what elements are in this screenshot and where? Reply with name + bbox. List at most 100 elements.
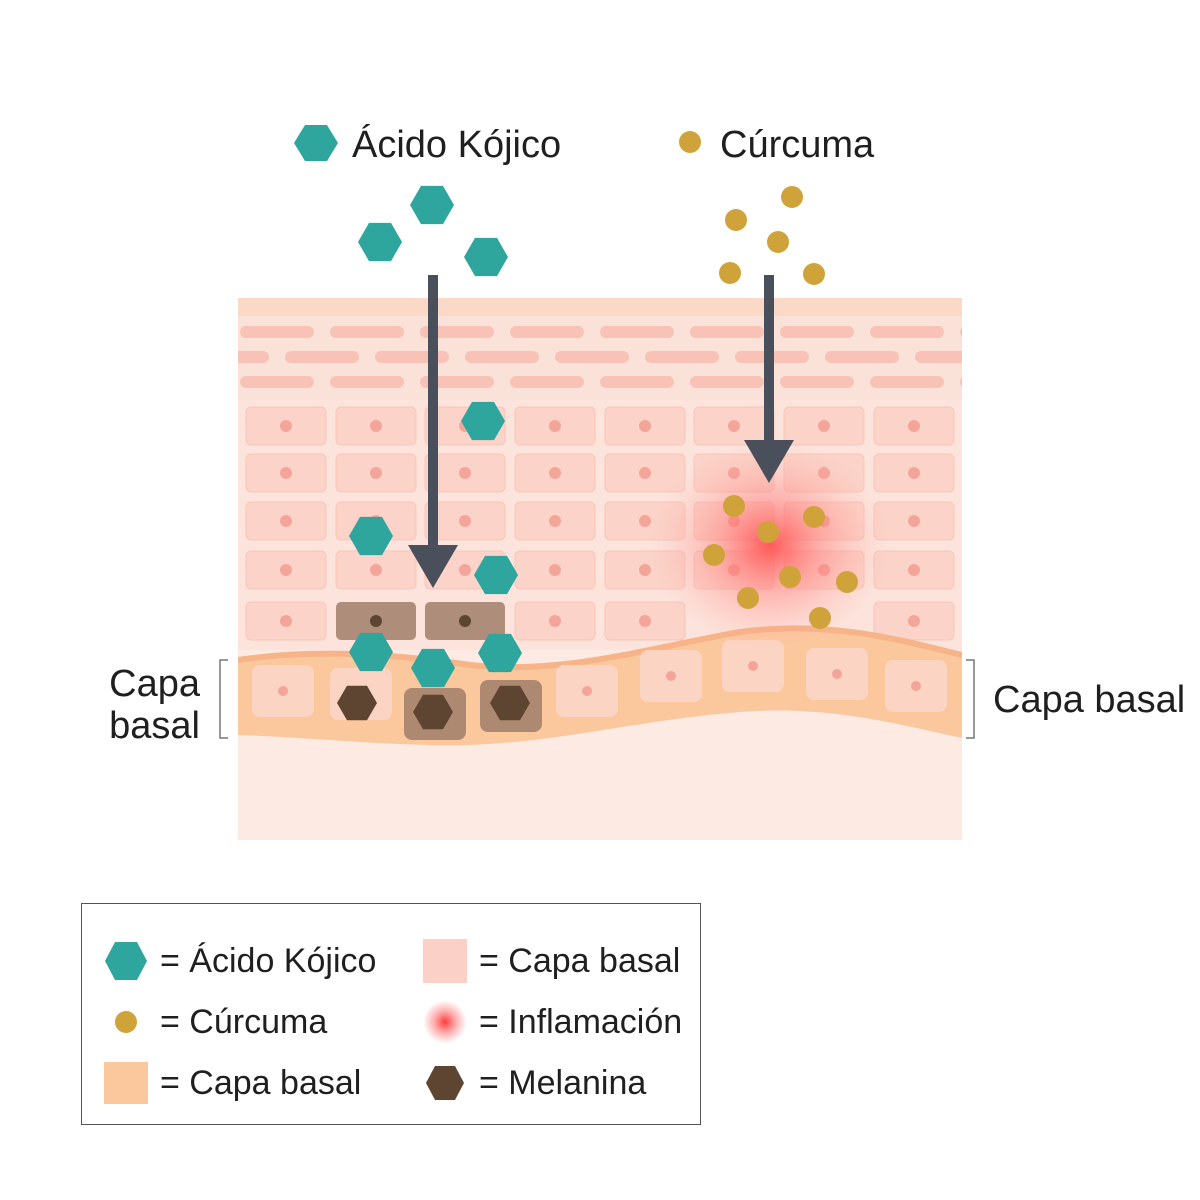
flat-cell (825, 351, 899, 363)
melanin-granule (413, 694, 453, 730)
curcuma-particle (757, 521, 779, 543)
cell-nucleus (280, 467, 292, 479)
curcuma-arrow (744, 275, 794, 483)
basal-cell-nucleus (832, 669, 842, 679)
flat-cell (465, 351, 539, 363)
left-bracket (219, 659, 228, 739)
flat-cell (510, 376, 584, 388)
curcuma-particle (723, 495, 745, 517)
flat-cell (690, 376, 764, 388)
cell-nucleus (639, 564, 651, 576)
kojic-molecule (358, 222, 402, 262)
basal-cells (252, 640, 947, 740)
curcuma-header-label: Cúrcuma (720, 124, 875, 166)
kojic-header-label: Ácido Kójico (352, 123, 561, 166)
cell-nucleus (908, 420, 920, 432)
legend: = Ácido Kójico = Cúrcuma = Capa basal = … (81, 903, 701, 1125)
cell-nucleus (639, 615, 651, 627)
skin-tissue (238, 298, 962, 840)
flat-cell (780, 376, 854, 388)
curcuma-particle (836, 571, 858, 593)
kojic-molecules (349, 185, 522, 688)
legend-item-basal-pink: = Capa basal (421, 937, 680, 985)
cell-nucleus (549, 564, 561, 576)
curcuma-particle (803, 263, 825, 285)
orange-square-icon (104, 1062, 148, 1104)
flat-cell (238, 351, 269, 363)
kojic-molecule (474, 555, 518, 595)
basal-cell-nucleus (278, 686, 288, 696)
curcuma-particle (803, 506, 825, 528)
cell-nucleus (908, 467, 920, 479)
cell-nucleus (818, 420, 830, 432)
flat-cell (870, 326, 944, 338)
curcuma-particle (737, 587, 759, 609)
left-label-line1: Capa (109, 663, 201, 705)
flat-cell (600, 376, 674, 388)
legend-label-basal-orange: = Capa basal (160, 1063, 362, 1102)
cell-nucleus (370, 420, 382, 432)
flat-cell (330, 326, 404, 338)
right-label: Capa basal (993, 679, 1185, 721)
flat-cell (780, 326, 854, 338)
curcuma-particle (725, 209, 747, 231)
curcuma-particle (779, 566, 801, 588)
flat-cell (870, 376, 944, 388)
flat-cell (690, 326, 764, 338)
legend-item-basal-orange: = Capa basal (102, 1059, 361, 1107)
legend-item-melanin: = Melanina (421, 1059, 646, 1107)
curcuma-particle (719, 262, 741, 284)
flat-cell (510, 326, 584, 338)
kojic-molecule (411, 648, 455, 688)
melanocyte-cells (336, 602, 505, 640)
kojic-molecule (461, 401, 505, 441)
legend-label-inflammation: = Inflamación (479, 1002, 683, 1041)
dot-icon (115, 1011, 137, 1033)
dark-hexagon-icon (426, 1066, 464, 1100)
basal-cell-nucleus (666, 671, 676, 681)
kojic-molecule (410, 185, 454, 225)
hexagon-icon (105, 942, 147, 980)
cell-nucleus (370, 564, 382, 576)
basal-cell-nucleus (911, 681, 921, 691)
legend-label-basal-pink: = Capa basal (479, 941, 681, 980)
melanocyte-nucleus (370, 615, 382, 627)
kojic-arrow (408, 275, 458, 588)
kojic-molecule (478, 633, 522, 673)
flat-cell (240, 376, 314, 388)
stratum-corneum-cells (238, 326, 962, 388)
left-label-line2: basal (109, 705, 200, 747)
legend-label-melanin: = Melanina (479, 1063, 647, 1102)
flat-cell (645, 351, 719, 363)
legend-item-kojic: = Ácido Kójico (102, 937, 376, 985)
melanin-granule (490, 685, 530, 721)
melanocyte-nucleus (459, 615, 471, 627)
cell-nucleus (459, 515, 471, 527)
basal-cell-nucleus (582, 686, 592, 696)
legend-label-kojic: = Ácido Kójico (160, 941, 377, 980)
basal-cell-nucleus (748, 661, 758, 671)
cell-nucleus (280, 564, 292, 576)
cell-nucleus (639, 467, 651, 479)
melanin-granule (337, 685, 377, 721)
cell-nucleus (639, 515, 651, 527)
curcuma-particle (703, 544, 725, 566)
cell-nucleus (908, 564, 920, 576)
cell-nucleus (549, 420, 561, 432)
flat-cell (420, 376, 494, 388)
cell-nucleus (459, 467, 471, 479)
glow-icon (423, 1000, 467, 1044)
flat-cell (555, 351, 629, 363)
cell-nucleus (908, 515, 920, 527)
kojic-molecule (464, 237, 508, 277)
legend-label-curcuma: = Cúrcuma (160, 1002, 328, 1041)
skin-surface (238, 298, 962, 316)
cell-nucleus (549, 615, 561, 627)
kojic-molecule (349, 632, 393, 672)
cell-nucleus (459, 564, 471, 576)
cell-nucleus (370, 467, 382, 479)
curcuma-particles (703, 186, 858, 629)
inflammation-glow (650, 440, 890, 650)
cell-nucleus (639, 420, 651, 432)
curcuma-particle (781, 186, 803, 208)
